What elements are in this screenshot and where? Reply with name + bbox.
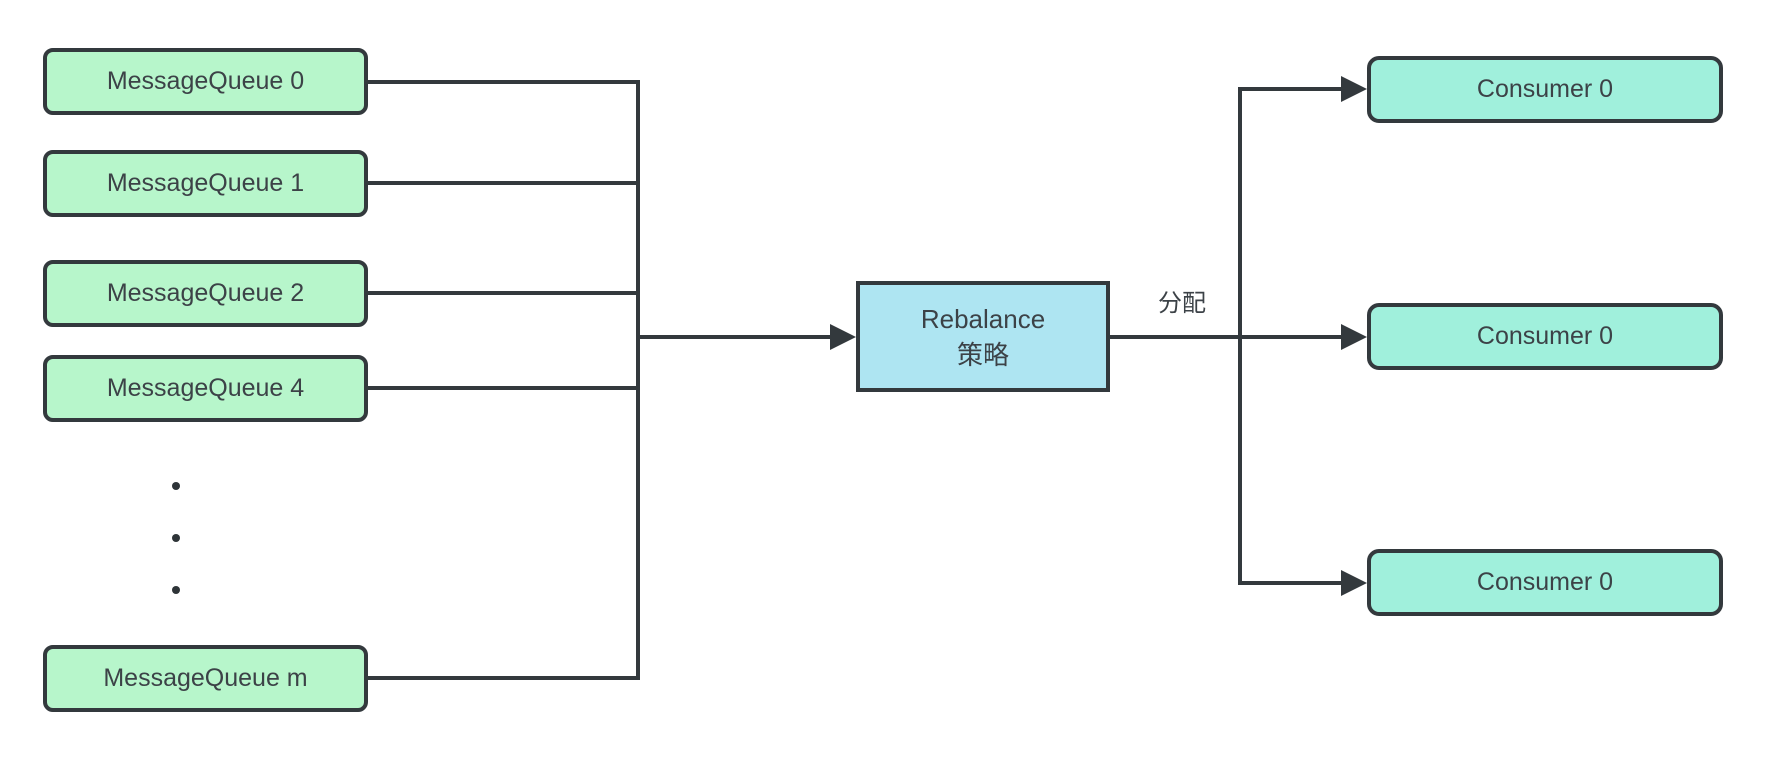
node-label: MessageQueue 1 <box>106 169 305 197</box>
edge-queue4-line <box>368 386 640 390</box>
node-label: MessageQueue 4 <box>106 374 305 402</box>
node-label: Consumer 0 <box>1476 322 1614 350</box>
edge-queue0-line <box>368 80 640 84</box>
edge-consumer2-line <box>1238 581 1343 585</box>
arrowhead-icon <box>1341 76 1367 102</box>
edge-queuem-line <box>368 676 640 680</box>
node-messagequeue-4: MessageQueue 4 <box>43 355 368 422</box>
edge-consumer1-line <box>1242 335 1343 339</box>
edge-consumer0-line <box>1238 87 1343 91</box>
node-rebalance-strategy: Rebalance 策略 <box>856 281 1110 392</box>
node-messagequeue-m: MessageQueue m <box>43 645 368 712</box>
edge-queue2-line <box>368 291 640 295</box>
edge-strategy-to-junction-line <box>1110 335 1242 339</box>
node-label-line1: Rebalance <box>920 303 1046 334</box>
node-label: MessageQueue 2 <box>106 279 305 307</box>
node-messagequeue-1: MessageQueue 1 <box>43 150 368 217</box>
node-messagequeue-2: MessageQueue 2 <box>43 260 368 327</box>
node-label: MessageQueue 0 <box>106 67 305 95</box>
node-consumer-0: Consumer 0 <box>1367 56 1723 123</box>
arrowhead-icon <box>1341 324 1367 350</box>
node-label-line2: 策略 <box>956 339 1009 370</box>
vertical-ellipsis-dot <box>172 482 180 490</box>
edge-distributor-line <box>1238 87 1242 585</box>
edge-collector-line <box>636 80 640 680</box>
vertical-ellipsis-dot <box>172 534 180 542</box>
vertical-ellipsis-dot <box>172 586 180 594</box>
node-messagequeue-0: MessageQueue 0 <box>43 48 368 115</box>
arrowhead-icon <box>1341 570 1367 596</box>
edge-to-strategy-line <box>638 335 832 339</box>
arrowhead-icon <box>830 324 856 350</box>
edge-queue1-line <box>368 181 640 185</box>
node-consumer-2: Consumer 0 <box>1367 549 1723 616</box>
edge-label-assign: 分配 <box>1158 290 1206 317</box>
node-label: MessageQueue m <box>103 664 308 692</box>
node-label: Consumer 0 <box>1476 568 1614 596</box>
node-label: Consumer 0 <box>1476 75 1614 103</box>
node-consumer-1: Consumer 0 <box>1367 303 1723 370</box>
